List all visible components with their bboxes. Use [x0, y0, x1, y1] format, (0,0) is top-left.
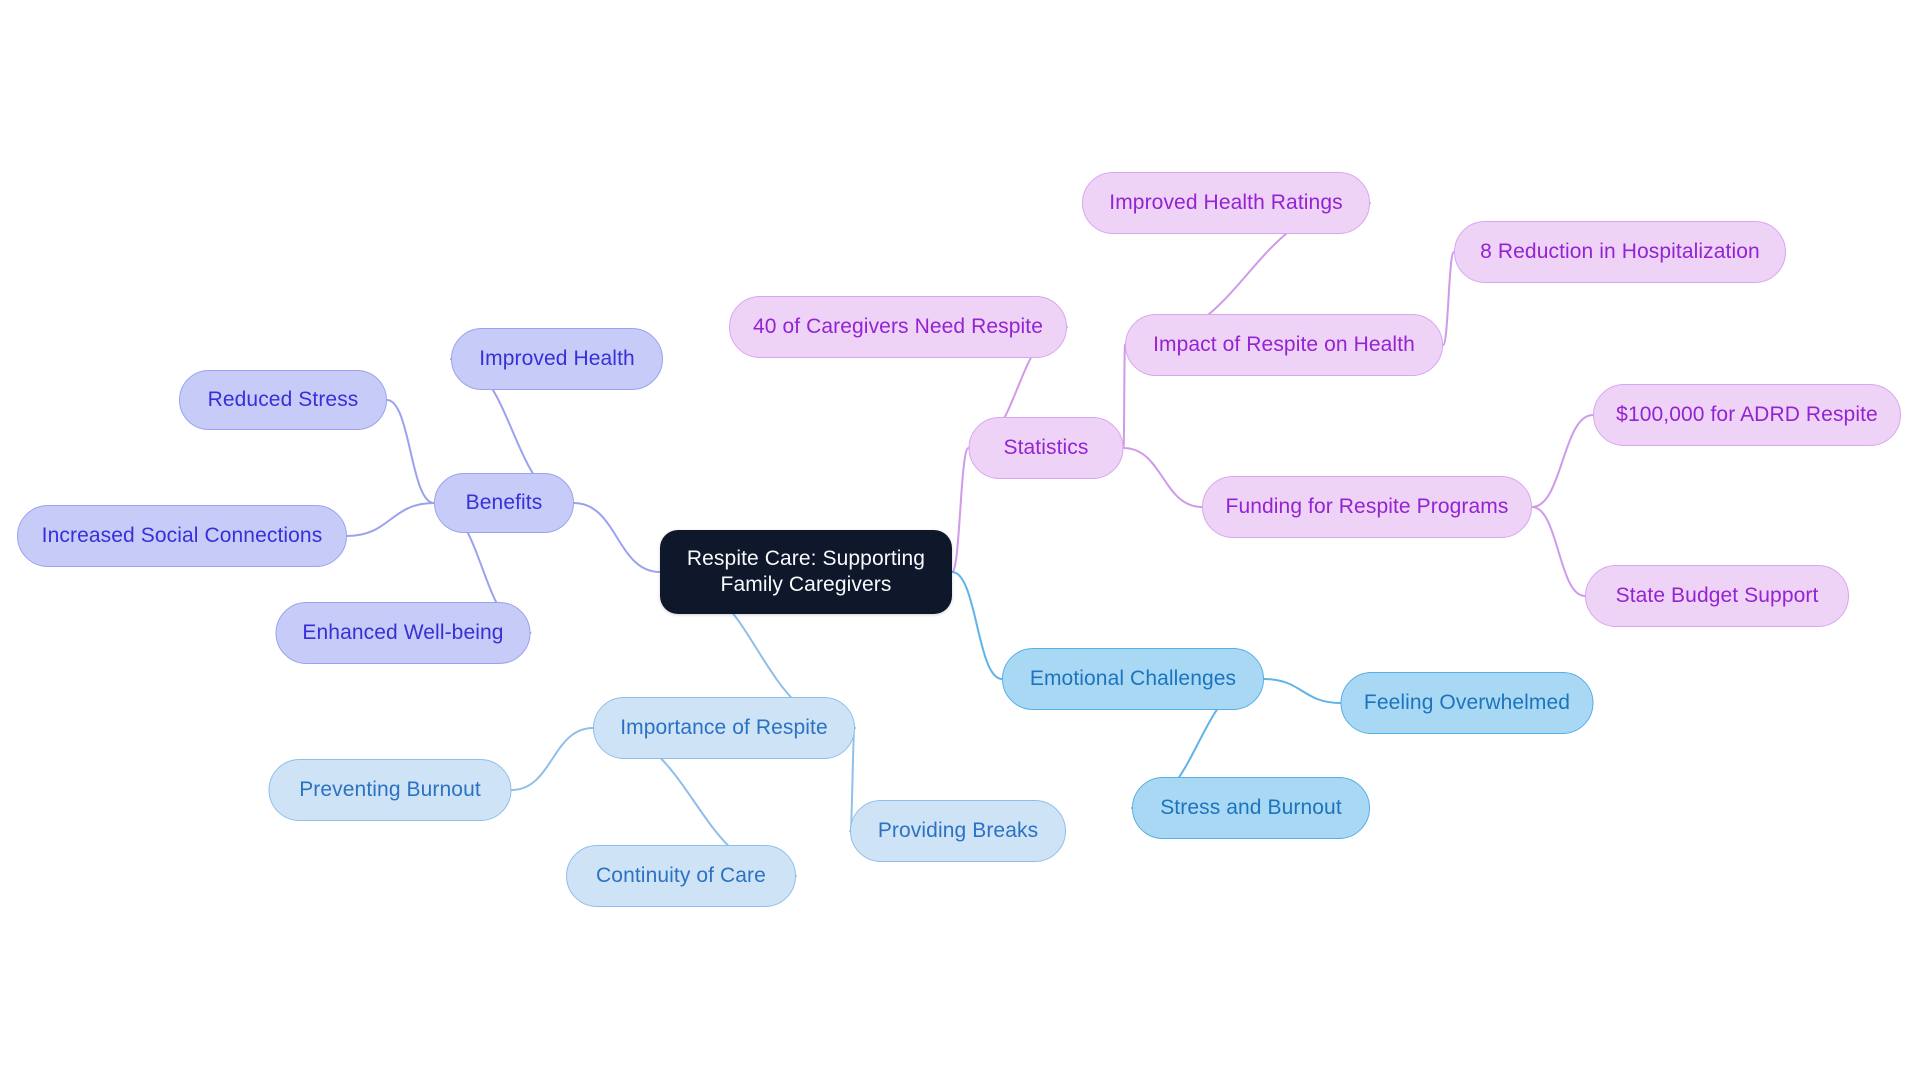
mindmap-node-preventing-burnout[interactable]: Preventing Burnout — [268, 759, 512, 821]
mindmap-node-impact-of-respite-on-health[interactable]: Impact of Respite on Health — [1125, 314, 1443, 376]
mindmap-node-statistics[interactable]: Statistics — [968, 417, 1124, 479]
mindmap-edge-root-to-statistics — [951, 447, 970, 573]
mindmap-edge-benefits-to-reduced-stress — [386, 399, 435, 504]
mindmap-edge-emotional-challenges-to-feeling-overwhelmed — [1263, 678, 1342, 704]
mindmap-node-feeling-overwhelmed[interactable]: Feeling Overwhelmed — [1340, 672, 1594, 734]
mindmap-node-increased-social-connections[interactable]: Increased Social Connections — [17, 505, 347, 567]
mindmap-edge-impact-of-respite-on-health-to-reduction-in-hospitalization — [1442, 251, 1455, 346]
mindmap-node-providing-breaks[interactable]: Providing Breaks — [850, 800, 1066, 862]
mindmap-node-reduced-stress[interactable]: Reduced Stress — [179, 370, 387, 430]
mindmap-node-improved-health[interactable]: Improved Health — [451, 328, 663, 390]
mindmap-edge-benefits-to-increased-social-connections — [346, 502, 435, 537]
mindmap-node-adrd-respite-funding[interactable]: $100,000 for ADRD Respite — [1593, 384, 1901, 446]
mindmap-edge-root-to-emotional-challenges — [951, 571, 1003, 680]
mindmap-node-root[interactable]: Respite Care: Supporting Family Caregive… — [660, 530, 952, 614]
mindmap-node-continuity-of-care[interactable]: Continuity of Care — [566, 845, 796, 907]
mindmap-node-caregivers-need-respite[interactable]: 40 of Caregivers Need Respite — [729, 296, 1067, 358]
mindmap-edge-funding-for-respite-programs-to-adrd-respite-funding — [1531, 414, 1594, 508]
mindmap-edge-importance-of-respite-to-preventing-burnout — [510, 727, 594, 791]
mindmap-node-reduction-in-hospitalization[interactable]: 8 Reduction in Hospitalization — [1454, 221, 1786, 283]
mindmap-edge-statistics-to-funding-for-respite-programs — [1122, 447, 1203, 508]
mindmap-edge-root-to-benefits — [573, 502, 661, 573]
mindmap-node-importance-of-respite[interactable]: Importance of Respite — [593, 697, 855, 759]
mindmap-node-state-budget-support[interactable]: State Budget Support — [1585, 565, 1849, 627]
mindmap-node-improved-health-ratings[interactable]: Improved Health Ratings — [1082, 172, 1370, 234]
mindmap-node-stress-and-burnout[interactable]: Stress and Burnout — [1132, 777, 1370, 839]
mindmap-node-funding-for-respite-programs[interactable]: Funding for Respite Programs — [1202, 476, 1532, 538]
mindmap-node-emotional-challenges[interactable]: Emotional Challenges — [1002, 648, 1264, 710]
mindmap-edge-funding-for-respite-programs-to-state-budget-support — [1531, 506, 1586, 597]
mindmap-node-enhanced-well-being[interactable]: Enhanced Well-being — [275, 602, 531, 664]
mindmap-edge-statistics-to-impact-of-respite-on-health — [1122, 344, 1126, 449]
mindmap-node-benefits[interactable]: Benefits — [434, 473, 574, 533]
